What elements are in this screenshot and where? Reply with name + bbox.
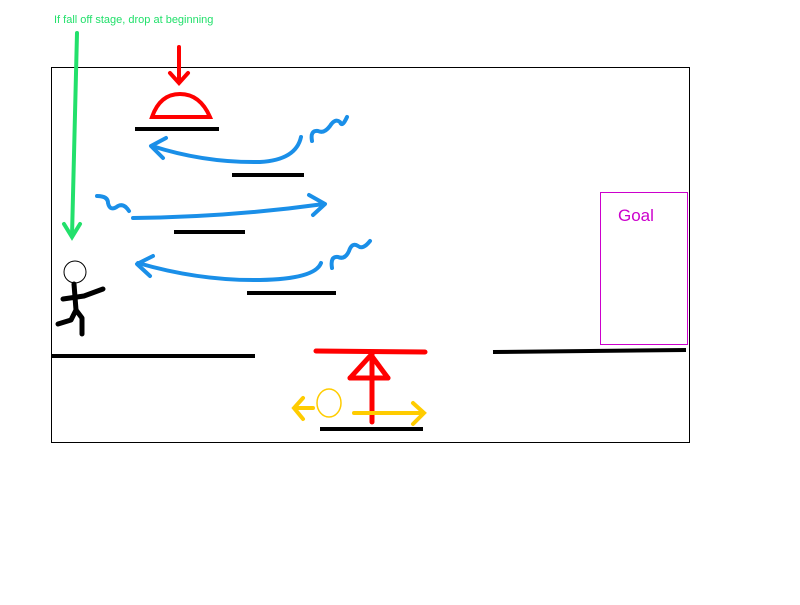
goal-label: Goal [618,206,654,225]
goal-box [600,192,688,345]
spring-bumper-bottom-icon [313,348,428,425]
platform-goal [492,348,687,354]
stage-border [51,67,690,443]
respawn-note: If fall off stage, drop at beginning [54,14,214,26]
spring-bumper-icon [149,45,214,119]
moving-platform-icon [291,388,427,426]
stick-figure-icon [55,260,106,337]
stick-figure-head [63,260,87,284]
platforms [52,127,687,431]
respawn-arrow-icon [62,31,82,241]
wind-arrow-icon [95,115,372,283]
